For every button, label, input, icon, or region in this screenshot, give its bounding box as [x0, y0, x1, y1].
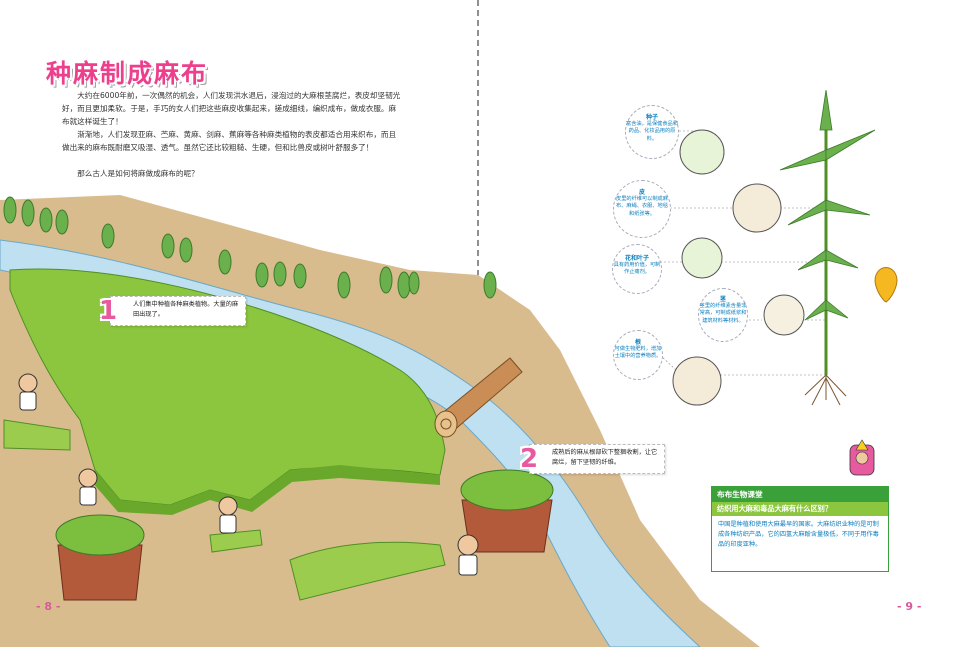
plant-part-desc: 富含油，是保健食品和药品、化妆品用的原料。: [626, 121, 678, 142]
step-1-callout: 1 人们集中种植各种麻类植物。大量的麻田出现了。: [99, 296, 246, 326]
biology-class-box: 布布生物课堂 纺织用大麻和毒品大麻有什么区别？ 中国是种植和使用大麻最早的国家。…: [711, 486, 889, 572]
biology-class-question: 纺织用大麻和毒品大麻有什么区别？: [712, 502, 888, 516]
biology-class-body: 中国是种植和使用大麻最早的国家。大麻纺织业种的是可制成各种纺织产品，它的四氢大麻…: [718, 521, 879, 548]
plant-part-desc: 可做生物肥料，增加土壤中的营养物质。: [614, 346, 662, 360]
plant-part-desc: 皮里的纤维可以制成麻布、麻绳、衣服、地毯和纸张等。: [616, 196, 668, 217]
plant-part-desc: 具有药用价值，可制作止痛剂。: [613, 262, 661, 276]
biology-class-header: 布布生物课堂: [712, 487, 888, 502]
step-2-text: 成熟后的麻从根部砍下整捆收割，让它腐烂，留下坚韧的纤维。: [552, 449, 658, 466]
page-number-left: - 8 -: [36, 600, 61, 613]
plant-part-bark: 皮 皮里的纤维可以制成麻布、麻绳、衣服、地毯和纸张等。: [613, 180, 671, 238]
intro-paragraph-2: 渐渐地，人们发现亚麻、苎麻、黄麻、剑麻、蕉麻等各种麻类植物的表皮都适合用来织布，…: [62, 130, 397, 152]
plant-part-name: 茎: [719, 296, 726, 303]
intro-paragraph-1: 大约在6000年前，一次偶然的机会，人们发现洪水退后，浸泡过的大麻根茎腐烂，表皮…: [62, 91, 401, 126]
plant-part-desc: 茎里的纤维素含量非常高，可制成纸浆和建筑材料等材料。: [699, 303, 747, 324]
plant-part-name: 花和叶子: [624, 255, 649, 262]
step-1-number: 1: [99, 296, 118, 326]
intro-paragraph-3: 那么古人是如何将麻做成麻布的呢？: [77, 169, 199, 178]
plant-part-name: 根: [634, 339, 641, 346]
step-2-callout: 2 成熟后的麻从根部砍下整捆收割，让它腐烂，留下坚韧的纤维。: [520, 444, 665, 474]
page-number-right: - 9 -: [897, 600, 922, 613]
plant-part-root: 根 可做生物肥料，增加土壤中的营养物质。: [613, 330, 663, 380]
plant-part-flower-leaf: 花和叶子 具有药用价值，可制作止痛剂。: [612, 244, 662, 294]
plant-part-stem: 茎 茎里的纤维素含量非常高，可制成纸浆和建筑材料等材料。: [698, 288, 748, 342]
plant-part-name: 种子: [645, 114, 658, 121]
step-2-number: 2: [520, 444, 539, 474]
page-title: 种麻制成麻布: [46, 59, 209, 88]
plant-part-name: 皮: [638, 189, 645, 196]
step-1-text: 人们集中种植各种麻类植物。大量的麻田出现了。: [133, 301, 239, 318]
plant-part-seed: 种子 富含油，是保健食品和药品、化妆品用的原料。: [625, 105, 679, 159]
